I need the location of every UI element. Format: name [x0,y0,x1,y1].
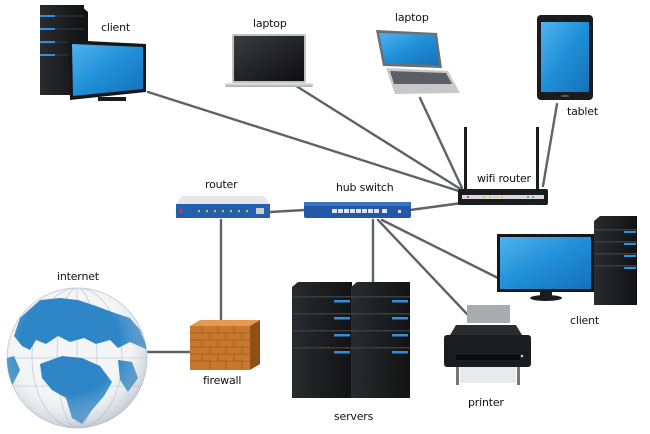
hub-switch-icon[interactable] [304,202,411,218]
firewall-icon[interactable] [190,320,260,370]
internet-globe-icon[interactable] [0,287,148,429]
laptop-1-icon[interactable] [225,34,313,87]
laptop-1-label: laptop [253,17,287,30]
client-right-desktop-icon[interactable] [497,216,637,305]
servers-icon[interactable] [292,282,410,398]
firewall-label: firewall [203,374,242,387]
cable-switch-wifi [408,201,464,212]
printer-icon[interactable] [444,305,531,385]
laptop-2-label: laptop [395,11,429,24]
cable-switch-printer [376,218,469,316]
client-right-label: client [570,314,600,327]
printer-label: printer [468,396,504,409]
cable-laptop2-wifi [418,96,464,190]
cable-switch-client-right [380,218,500,280]
internet-label: internet [57,270,99,283]
client-top-label: client [101,21,131,34]
wifi-router-label: wifi router [477,172,531,185]
cable-tablet-wifi [541,102,559,188]
tablet-icon[interactable] [537,15,593,100]
router-label: router [205,178,238,191]
laptop-2-icon[interactable] [376,30,460,94]
cable-client-top-wifi [146,90,464,194]
cable-laptop1-wifi [291,82,464,192]
wifi-router-icon[interactable] [458,127,548,205]
cables [146,82,559,354]
servers-label: servers [334,410,374,423]
tablet-label: tablet [567,105,598,118]
router-icon[interactable] [176,196,270,218]
client-top-desktop-icon[interactable] [40,5,146,101]
cable-router-switch [268,208,307,214]
hub-switch-label: hub switch [336,181,394,194]
